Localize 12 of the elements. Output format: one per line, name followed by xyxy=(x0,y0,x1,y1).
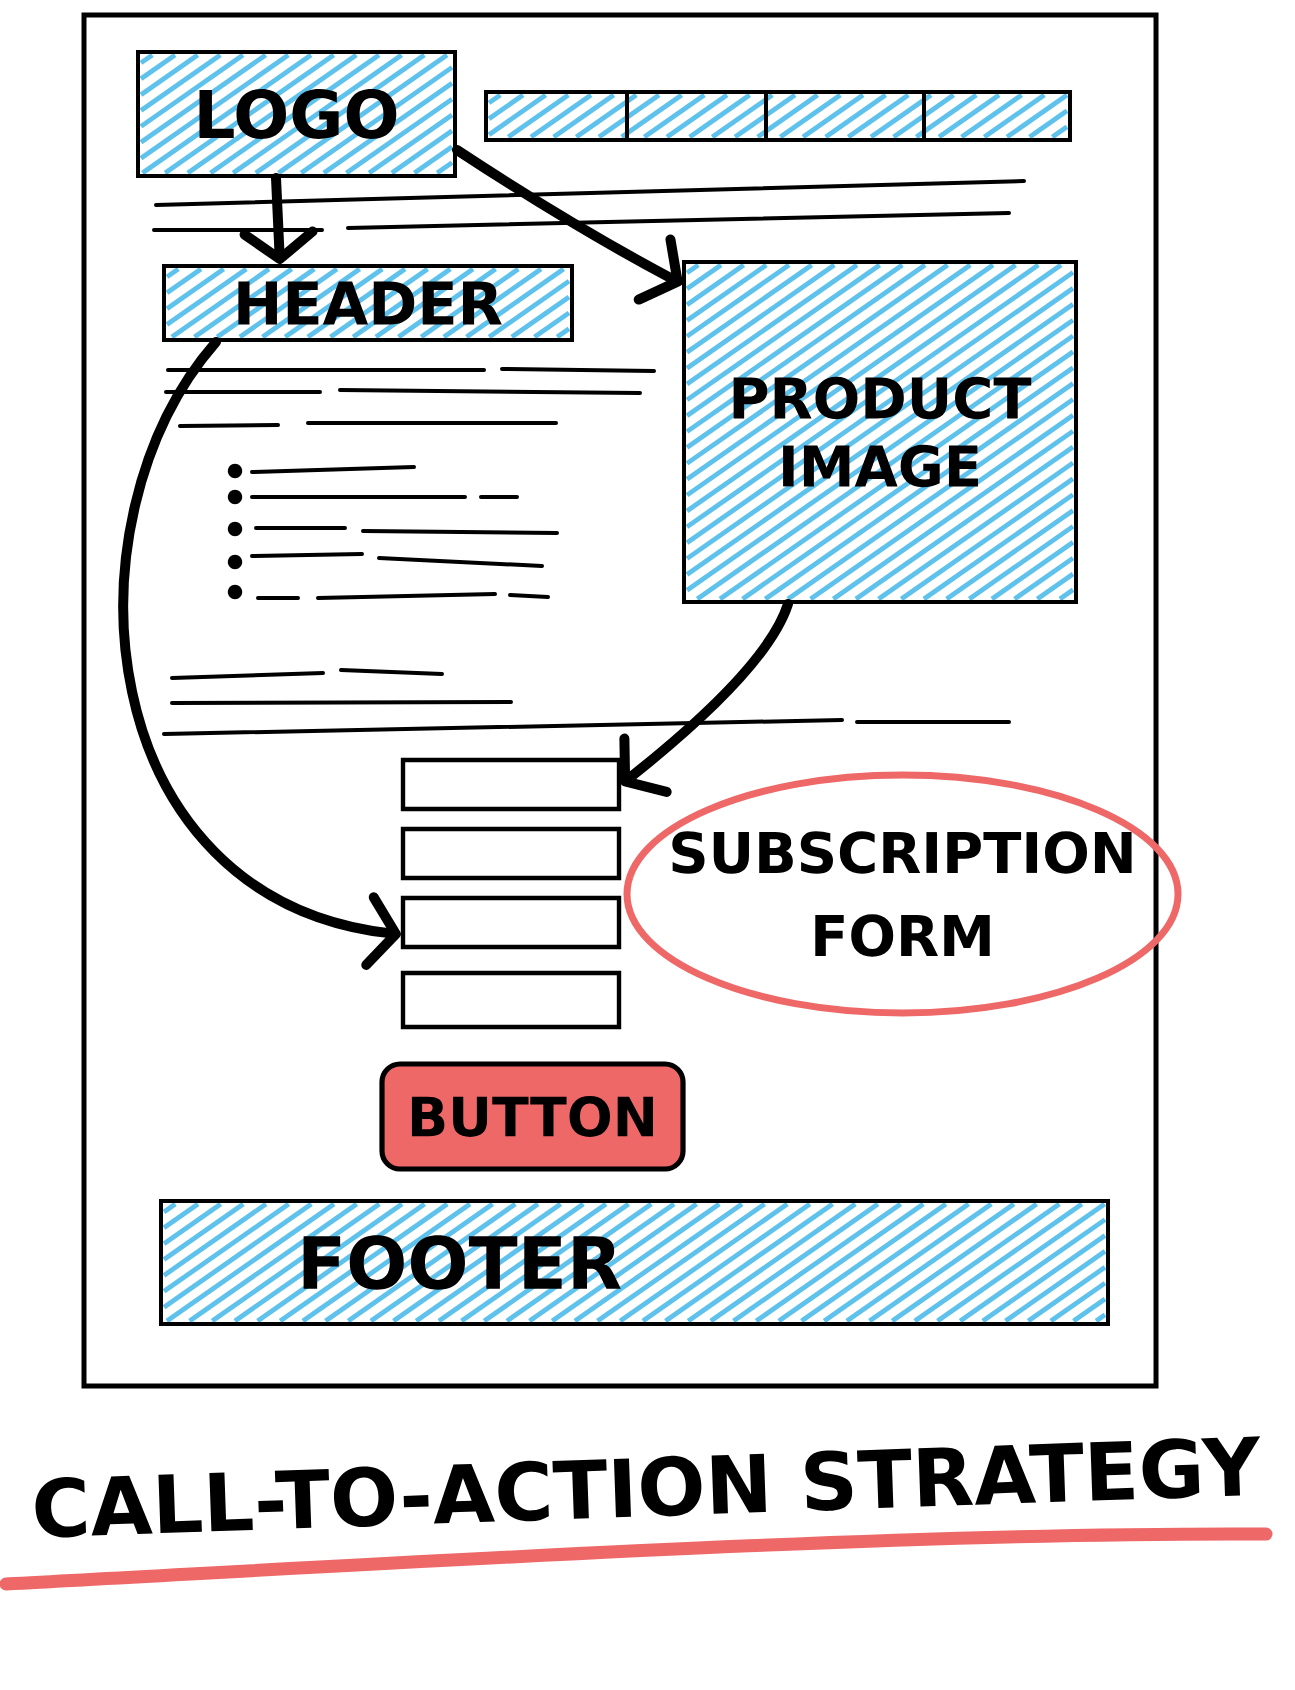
arrow xyxy=(119,337,401,970)
input-field xyxy=(400,826,622,881)
input-field xyxy=(400,895,622,950)
page-frame xyxy=(81,12,1159,1389)
input-field xyxy=(400,970,622,1030)
title: CALL-TO-ACTION STRATEGY xyxy=(35,1436,1261,1538)
button: BUTTON xyxy=(379,1061,686,1172)
circled-label: SUBSCRIPTION FORM xyxy=(623,771,1182,1017)
nav-bar xyxy=(484,90,1072,142)
arrow xyxy=(619,599,793,797)
input-field xyxy=(400,757,622,812)
arrow xyxy=(452,145,683,305)
